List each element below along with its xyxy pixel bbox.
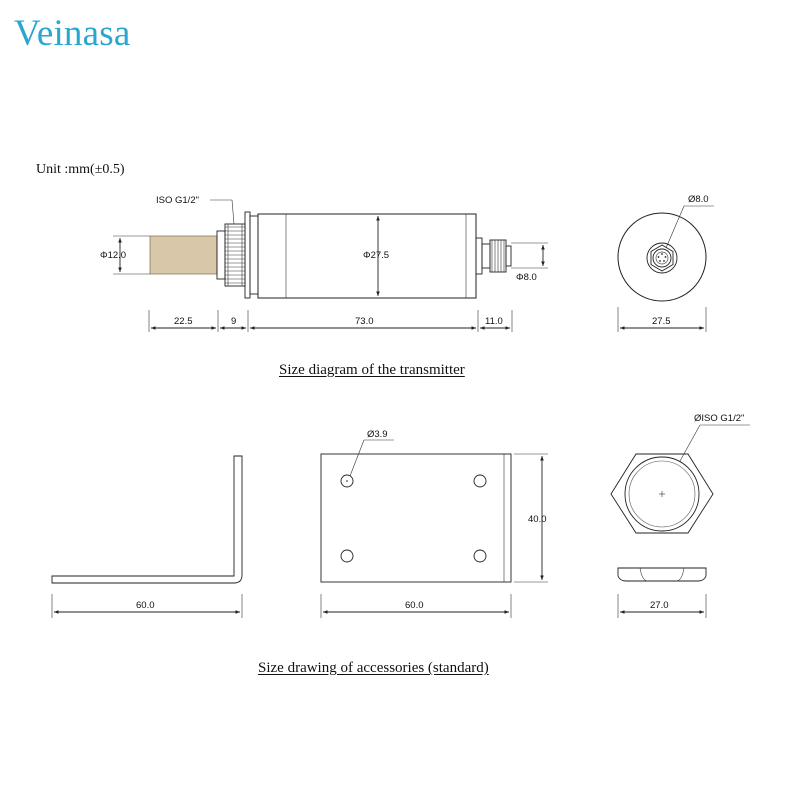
filter-diameter-label: Φ12.0 bbox=[100, 250, 126, 261]
connector-length-label: 11.0 bbox=[485, 316, 503, 327]
filter-element bbox=[149, 235, 218, 275]
hole-diameter-label: Ø3.9 bbox=[367, 429, 388, 440]
transmitter-side-view: ISO G1/2" Φ12.0 Φ27.5 Φ8.0 22.5 9 73.0 bbox=[100, 195, 548, 332]
plate-height-label: 40.0 bbox=[528, 514, 547, 525]
main-body bbox=[257, 213, 477, 299]
accessories-caption: Size drawing of accessories (standard) bbox=[258, 660, 489, 676]
connector bbox=[475, 237, 512, 275]
l-bracket: 60.0 bbox=[51, 455, 243, 618]
plate-width-label: 60.0 bbox=[405, 600, 424, 611]
unit-label: Unit :mm(±0.5) bbox=[36, 162, 125, 177]
mount-hole bbox=[473, 474, 487, 488]
filter-length-label: 22.5 bbox=[174, 316, 193, 327]
body-length-label: 73.0 bbox=[355, 316, 374, 327]
end-diameter-label: Ø8.0 bbox=[688, 194, 709, 205]
thread-label: ISO G1/2" bbox=[156, 195, 199, 206]
mount-hole bbox=[340, 549, 354, 563]
mount-hole bbox=[473, 549, 487, 563]
nut-thread-label: ØISO G1/2" bbox=[694, 413, 744, 424]
mounting-plate: Ø3.9 40.0 60.0 bbox=[320, 429, 548, 618]
thread-length-label: 9 bbox=[231, 316, 236, 327]
thread-section bbox=[216, 211, 259, 299]
length-dimensions: 22.5 9 73.0 11.0 bbox=[148, 310, 513, 332]
nut-width-label: 27.0 bbox=[650, 600, 669, 611]
end-width-label: 27.5 bbox=[652, 316, 671, 327]
transmitter-end-view: Ø8.0 27.5 bbox=[617, 194, 714, 332]
bracket-length-label: 60.0 bbox=[136, 600, 155, 611]
transmitter-caption: Size diagram of the transmitter bbox=[279, 362, 465, 378]
body-diameter-label: Φ27.5 bbox=[363, 250, 389, 261]
hex-nut: ØISO G1/2" 27.0 bbox=[610, 413, 750, 618]
brand-logo: Veinasa bbox=[14, 13, 131, 54]
connector-diameter-label: Φ8.0 bbox=[516, 272, 537, 283]
